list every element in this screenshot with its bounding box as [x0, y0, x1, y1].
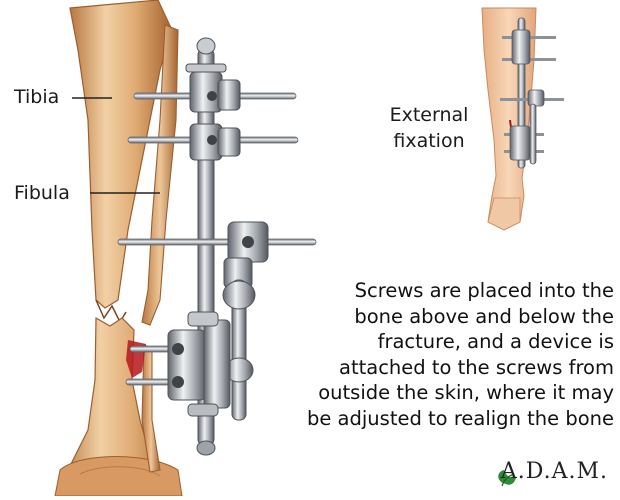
fibula-bone — [141, 24, 179, 473]
fibula-label: Fibula — [14, 182, 70, 204]
caption-line: bone above and below the — [354, 304, 614, 328]
tibia-bone — [54, 0, 183, 497]
external-fixation-line-1: External — [389, 104, 469, 126]
adam-logo-text: A.D.A.M. — [500, 459, 608, 484]
caption-line: be adjusted to realign the bone — [306, 406, 614, 430]
caption-line: fracture, and a device is — [377, 330, 614, 353]
tibia-label: Tibia — [14, 86, 60, 108]
caption-line: attached to the screws from — [339, 355, 614, 379]
caption-line: Screws are placed into the — [354, 279, 614, 302]
external-fixation-line-2: fixation — [393, 130, 465, 152]
caption-line: outside the skin, where it may — [318, 381, 614, 404]
external-fixation-label: External fixation — [364, 102, 494, 154]
adam-leaf-icon — [498, 470, 516, 487]
caption: Screws are placed into the bone above an… — [248, 278, 614, 431]
adam-logo: A.D.A.M. — [477, 459, 608, 484]
inset-fixator — [500, 17, 564, 169]
fixator-device — [117, 37, 317, 456]
